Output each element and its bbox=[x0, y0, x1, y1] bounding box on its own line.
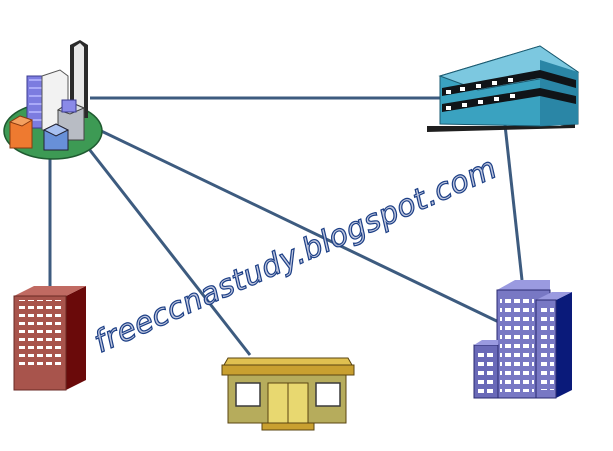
watermark-text: freeccnastudy.blogspot.com bbox=[89, 151, 502, 361]
city-skyline-icon bbox=[3, 40, 103, 160]
link-campus-blue-tower bbox=[94, 126, 506, 327]
link-hq-blue-tower bbox=[503, 124, 524, 281]
tower-building-icon bbox=[473, 280, 572, 399]
link-campus-store bbox=[80, 139, 252, 356]
storefront-icon bbox=[221, 357, 355, 431]
links bbox=[48, 96, 524, 356]
office-building-icon bbox=[427, 45, 580, 132]
apartment-block-icon bbox=[13, 286, 86, 391]
